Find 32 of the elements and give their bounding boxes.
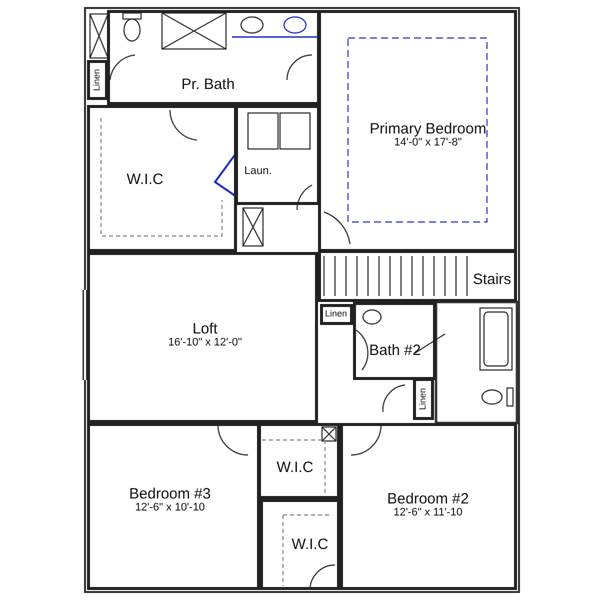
room-name: W.I.C xyxy=(126,172,164,188)
room-dimensions: 12'-6" x 11'-10 xyxy=(392,507,464,519)
room-name: Loft xyxy=(191,321,219,338)
room-outline xyxy=(235,105,320,205)
room-name: Primary Bedroom xyxy=(370,121,486,138)
room-outline xyxy=(340,423,517,590)
room-name: Pr. Bath xyxy=(181,77,235,93)
room-outline xyxy=(87,105,237,252)
room-name: Stairs xyxy=(472,272,512,288)
room-name: Linen xyxy=(92,68,102,92)
room-name: Bath #2 xyxy=(369,343,421,359)
room-outline xyxy=(258,423,340,499)
room-name: Bedroom #2 xyxy=(387,491,469,508)
room-outline xyxy=(413,378,434,420)
room-outline xyxy=(320,304,353,325)
room-outline xyxy=(107,10,320,105)
room-outline xyxy=(318,10,517,252)
room-outline xyxy=(260,499,340,590)
room-outline xyxy=(87,252,318,423)
room-outline xyxy=(87,60,108,100)
room-name: Linen xyxy=(418,388,428,410)
room-outline xyxy=(353,302,436,380)
room-dimensions: 16'-10" x 12'-0" xyxy=(168,337,242,349)
room-name: W.I.C xyxy=(292,537,328,553)
room-outline xyxy=(87,423,260,590)
room-name: Laun. xyxy=(244,166,272,178)
room-name: W.I.C xyxy=(276,460,314,476)
room-name: Bedroom #3 xyxy=(129,486,211,502)
room-outline xyxy=(318,250,517,302)
room-dimensions: 14'-0" x 17'-8" xyxy=(394,137,463,149)
room-dimensions: 12'-6" x 10'-10 xyxy=(134,502,206,514)
room-name: Linen xyxy=(324,309,348,319)
